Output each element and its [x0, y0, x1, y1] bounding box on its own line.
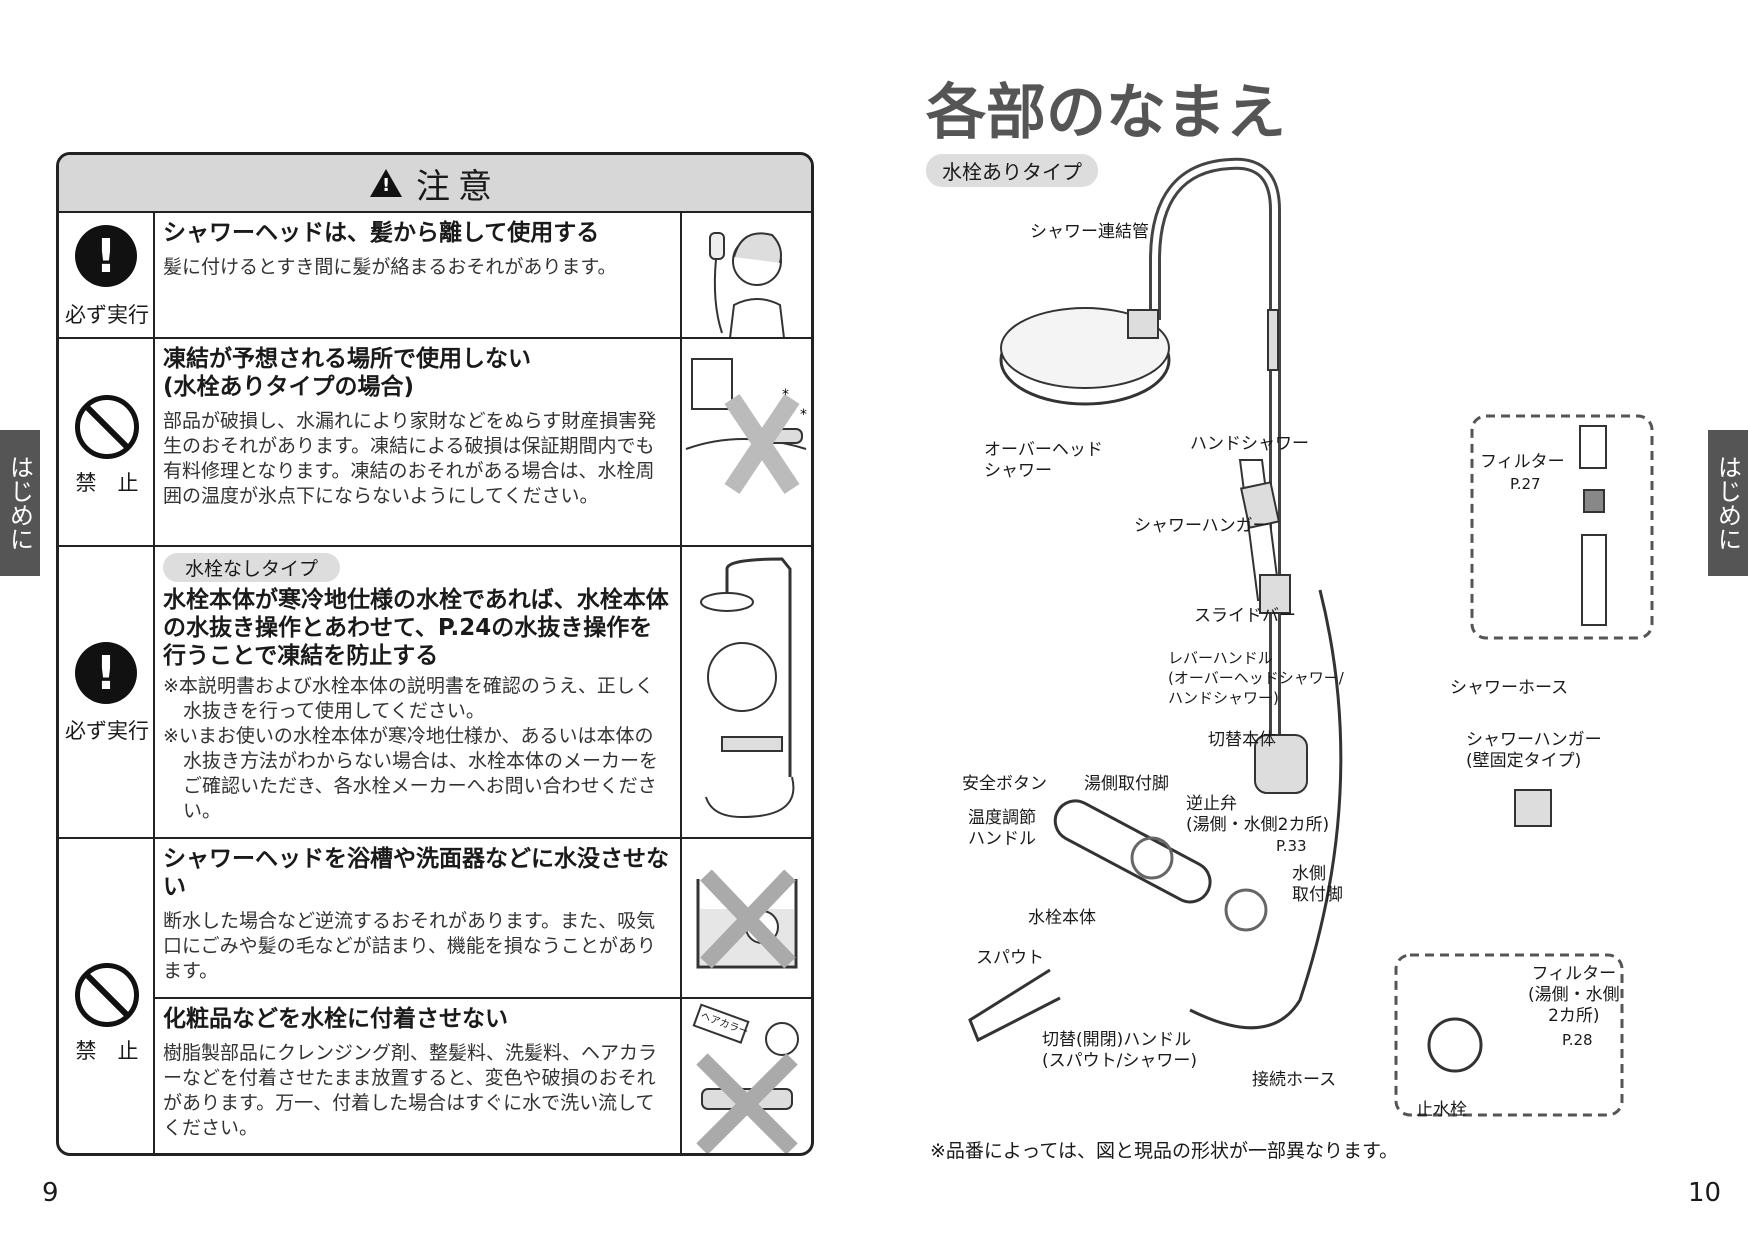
svg-text:*: * [782, 387, 789, 403]
caution-table: 注意 ! 必ず実行 シャワーヘッドは、髪から離して使用する 髪に付けるとすき間に… [56, 152, 814, 1156]
label-switch-handle: 切替(開閉)ハンドル (スパウト/シャワー) [1042, 1030, 1197, 1071]
label-overhead-shower: オーバーヘッド シャワー [984, 440, 1103, 481]
label-shower-hose: シャワーホース [1450, 678, 1569, 698]
label-hand-shower: ハンドシャワー [1190, 434, 1309, 454]
caution-row-hair: ! 必ず実行 シャワーヘッドは、髪から離して使用する 髪に付けるとすき間に髪が絡… [59, 211, 811, 339]
mandatory-icon: ! [75, 225, 137, 287]
label-temp-handle: 温度調節 ハンドル [968, 808, 1036, 849]
page-number-left: 9 [42, 1178, 59, 1208]
label-cold-leg: 水側 取付脚 [1292, 864, 1343, 905]
label-check-valve: 逆止弁 (湯側・水側2カ所) [1186, 794, 1330, 835]
mandatory-icon: ! [75, 642, 137, 704]
warning-triangle-icon [370, 169, 402, 197]
svg-text:*: * [800, 407, 807, 423]
frozen-faucet-illustration: ** [682, 339, 811, 545]
side-tab-left[interactable]: はじめに [0, 430, 40, 576]
label-spout: スパウト [976, 948, 1044, 968]
label-shower-hanger: シャワーハンガー [1134, 516, 1270, 536]
label-stop-valve: 止水栓 [1416, 1100, 1467, 1120]
parts-diagram [968, 157, 1654, 1117]
label-wall-hanger: シャワーハンガー (壁固定タイプ) [1466, 730, 1602, 771]
prohibited-icon [75, 963, 139, 1027]
label-filter-top: フィルター [1480, 452, 1565, 472]
submerged-shower-illustration [682, 839, 811, 997]
type-tag: 水栓なしタイプ [163, 553, 341, 582]
caution-row-submerge: 禁 止 シャワーヘッドを浴槽や洗面器などに水没させない 断水した場合など逆流する… [59, 837, 811, 1153]
label-lever-handle: レバーハンドル (オーバーヘッドシャワー/ ハンドシャワー) [1168, 649, 1344, 707]
prohibited-icon [75, 395, 139, 459]
label-filter-bottom: フィルター (湯側・水側 2カ所) [1528, 964, 1620, 1026]
label-check-valve-ref: P.33 [1276, 837, 1307, 855]
label-filter-top-ref: P.27 [1510, 475, 1541, 493]
label-safety-button: 安全ボタン [962, 774, 1047, 794]
caution-row-freezing: 禁 止 凍結が予想される場所で使用しない (水栓ありタイプの場合) 部品が破損し… [59, 337, 811, 545]
label-connecting-pipe: シャワー連結管 [1030, 222, 1149, 242]
label-faucet-body: 水栓本体 [1028, 908, 1096, 928]
page-number-right: 10 [1688, 1178, 1722, 1208]
type-tag-right: 水栓ありタイプ [926, 154, 1098, 187]
page-title: 各部のなまえ [926, 78, 1286, 148]
label-connect-hose: 接続ホース [1252, 1070, 1337, 1090]
woman-hair-illustration [682, 213, 811, 339]
label-switch-body: 切替本体 [1208, 730, 1276, 750]
side-tab-right[interactable]: はじめに [1708, 430, 1748, 576]
label-filter-bottom-ref: P.28 [1562, 1031, 1593, 1049]
label-slide-bar: スライドバー [1194, 606, 1296, 626]
drain-procedure-illustration [682, 547, 811, 837]
cosmetic-on-faucet-illustration: ヘアカラー [682, 999, 811, 1153]
caution-header: 注意 [59, 155, 811, 213]
label-hot-leg: 湯側取付脚 [1084, 774, 1169, 794]
footnote: ※品番によっては、図と現品の形状が一部異なります。 [930, 1140, 1399, 1162]
caution-row-drain: ! 必ず実行 水栓なしタイプ 水栓本体が寒冷地仕様の水栓であれば、水栓本体の水抜… [59, 545, 811, 837]
